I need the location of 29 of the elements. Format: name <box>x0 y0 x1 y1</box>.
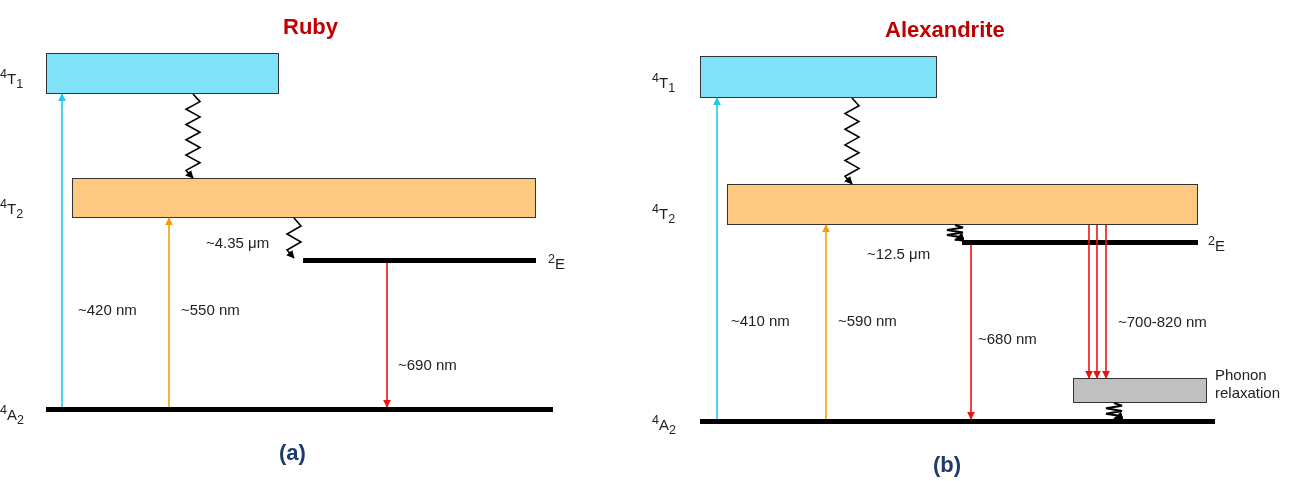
level-label: $^{2}$E <box>1208 235 1225 253</box>
level-label: $^{4}$T$_{1}$ <box>0 68 24 91</box>
level-label: $^{4}$T$_{2}$ <box>0 198 24 221</box>
level-label: $^{4}$A$_{2}$ <box>652 414 676 437</box>
level-label: $^{4}$T$_{1}$ <box>652 72 676 95</box>
wavy-arrow <box>285 217 303 259</box>
panel-letter: (b) <box>933 454 962 476</box>
transition-arrow <box>383 262 391 408</box>
level-label: $^{4}$A$_{2}$ <box>0 404 24 427</box>
level-label: $^{4}$T$_{2}$ <box>652 203 676 226</box>
transition-arrow <box>967 244 975 420</box>
transition-arrow <box>1102 224 1110 379</box>
transition-arrow <box>58 93 66 408</box>
panel-title: Ruby <box>283 16 338 38</box>
transition-arrow <box>165 217 173 408</box>
transition-arrow <box>713 97 721 420</box>
band-label: Phonon relaxation <box>1215 366 1282 402</box>
wavy-arrow <box>184 93 202 179</box>
wavy-arrow <box>946 224 966 243</box>
level-label: $^{2}$E <box>548 253 565 271</box>
transition-arrow <box>1085 224 1093 379</box>
edge-label: ~12.5 μm <box>866 246 932 263</box>
edge-label: ~4.35 μm <box>205 235 271 252</box>
wavy-arrow <box>843 97 861 185</box>
wavy-arrow <box>1105 402 1125 421</box>
panel-letter: (a) <box>279 442 306 464</box>
transition-arrow <box>822 224 830 420</box>
transition-arrow <box>1093 224 1101 379</box>
panel-title: Alexandrite <box>885 19 1005 41</box>
